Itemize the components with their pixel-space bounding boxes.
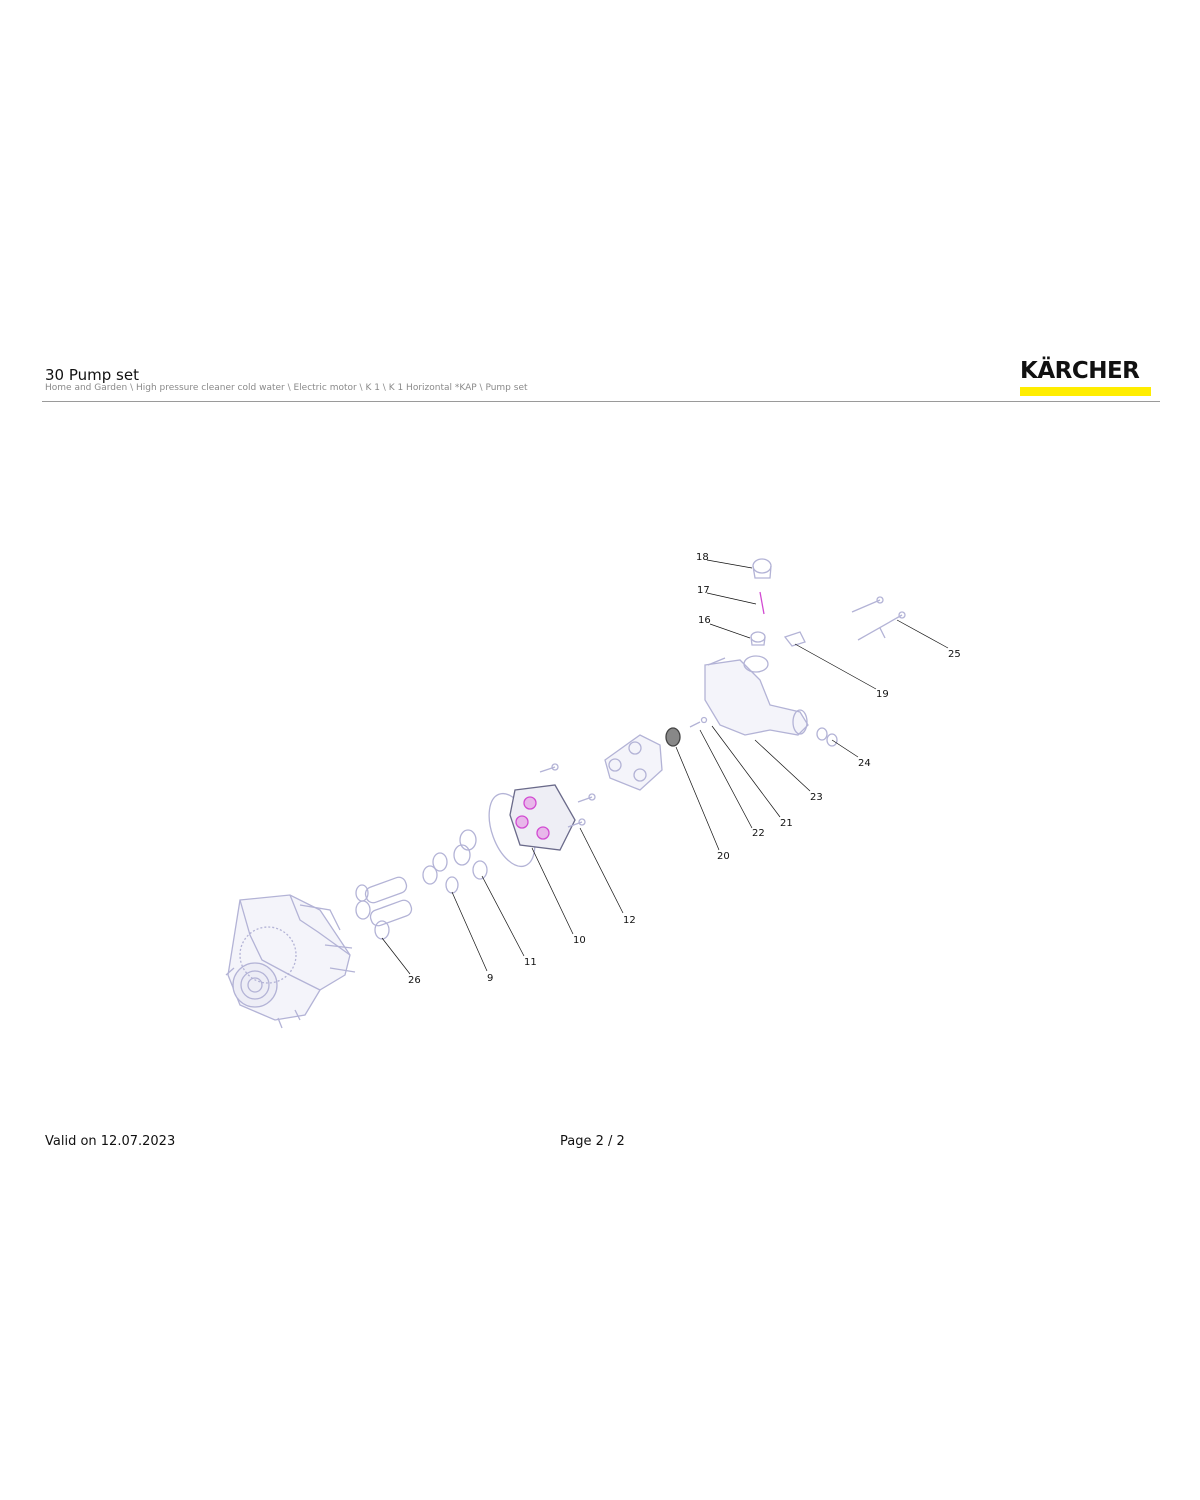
- validity-date: Valid on 12.07.2023: [45, 1134, 176, 1149]
- leader-lines: [381, 559, 949, 975]
- callout-9: 9: [487, 973, 493, 984]
- valve-insert: [665, 727, 681, 747]
- callout-10: 10: [573, 935, 586, 946]
- nipple: [816, 727, 838, 747]
- callout-17: 17: [697, 585, 710, 596]
- callout-20: 20: [717, 851, 730, 862]
- callout-24: 24: [858, 758, 871, 769]
- callout-21: 21: [780, 818, 793, 829]
- page-title: 30 Pump set: [45, 366, 139, 384]
- bolts: [851, 596, 906, 641]
- small-ring: [700, 716, 708, 724]
- callout-11: 11: [524, 957, 537, 968]
- seals: [422, 829, 488, 894]
- breadcrumb: Home and Garden \ High pressure cleaner …: [45, 383, 528, 393]
- callout-23: 23: [810, 792, 823, 803]
- callout-labels: 18 17 16 25 19 24 23 21 22 20 12 10 11 9…: [408, 552, 961, 986]
- screws: [539, 763, 596, 828]
- callout-25: 25: [948, 649, 961, 660]
- callout-26: 26: [408, 975, 421, 986]
- pistons: [355, 876, 413, 940]
- pump-housing: [225, 894, 356, 1029]
- callout-18: 18: [696, 552, 709, 563]
- cylinder-head: [509, 784, 576, 851]
- callout-22: 22: [752, 828, 765, 839]
- callout-16: 16: [698, 615, 711, 626]
- karcher-logo: KÄRCHER: [1020, 358, 1152, 398]
- header-divider: [42, 401, 1160, 402]
- valve-parts: [750, 558, 772, 646]
- clip: [783, 631, 806, 647]
- logo-yellow-bar: [1020, 387, 1151, 396]
- valve-housing: [604, 734, 663, 791]
- parts-drawing: [225, 558, 906, 1029]
- callout-12: 12: [623, 915, 636, 926]
- page-number: Page 2 / 2: [560, 1134, 625, 1149]
- callout-19: 19: [876, 689, 889, 700]
- spring: [689, 721, 701, 728]
- pressure-housing: [704, 655, 809, 736]
- logo-wordmark: KÄRCHER: [1020, 358, 1140, 384]
